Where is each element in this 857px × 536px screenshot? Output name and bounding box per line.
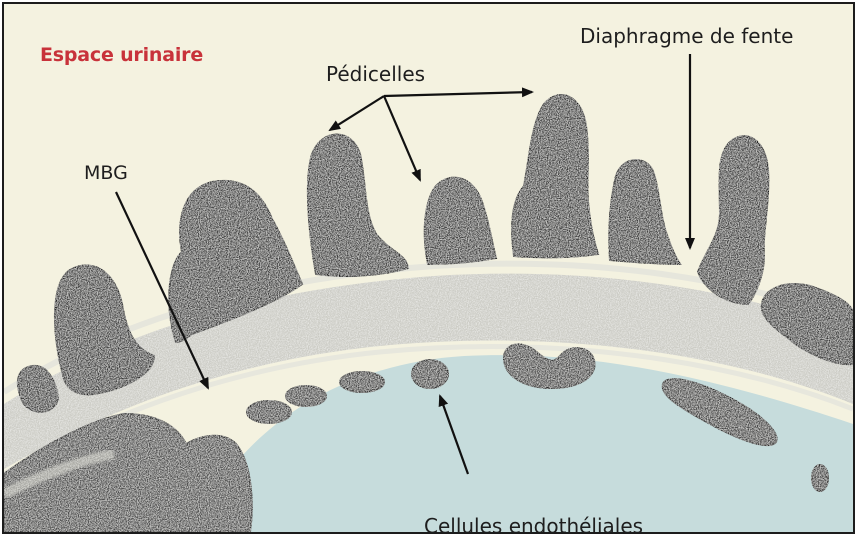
arrow-pedicelles-right	[384, 92, 532, 96]
endothelial-fragment	[247, 401, 291, 423]
foot-process	[55, 265, 154, 394]
arrow-pedicelles-left	[330, 96, 384, 130]
glomerular-filtration-barrier-illustration	[4, 4, 853, 532]
pedicelles-label: Pédicelles	[326, 64, 425, 84]
slit-diaphragm-label: Diaphragme de fente	[580, 26, 793, 46]
foot-process	[512, 95, 598, 257]
foot-process	[425, 178, 496, 264]
foot-process	[18, 366, 58, 412]
foot-process	[609, 160, 680, 264]
urinary-space-label: Espace urinaire	[40, 46, 203, 65]
endothelial-fragment	[340, 372, 384, 392]
endothelial-fragment	[412, 360, 448, 388]
endothelial-fragment	[286, 386, 326, 406]
foot-process	[698, 136, 768, 304]
mbg-label: MBG	[84, 164, 128, 183]
arrow-pedicelles-mid	[384, 96, 420, 180]
endothelial-fragment	[812, 465, 828, 491]
foot-process	[308, 135, 408, 277]
endothelial-cells-label: Cellules endothéliales	[424, 516, 643, 534]
